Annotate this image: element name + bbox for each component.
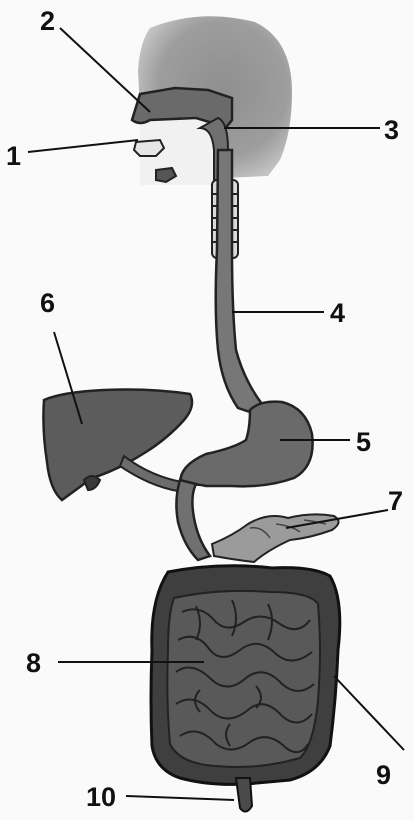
label-3: 3 [384,115,399,145]
label-9: 9 [376,760,391,790]
label-6: 6 [40,288,55,318]
leader-9 [334,676,404,750]
stomach [180,402,312,490]
leader-2 [60,28,150,112]
label-8: 8 [26,648,41,678]
bile-duct [120,456,184,492]
label-1: 1 [6,141,21,171]
label-4: 4 [330,298,345,328]
leader-1 [28,140,138,152]
duodenum [176,480,210,560]
rectum [236,778,252,812]
label-10: 10 [86,782,116,812]
label-7: 7 [388,486,403,516]
label-5: 5 [356,427,371,457]
leader-10 [126,796,234,800]
label-2: 2 [40,6,55,36]
liver-lobe [84,476,100,490]
